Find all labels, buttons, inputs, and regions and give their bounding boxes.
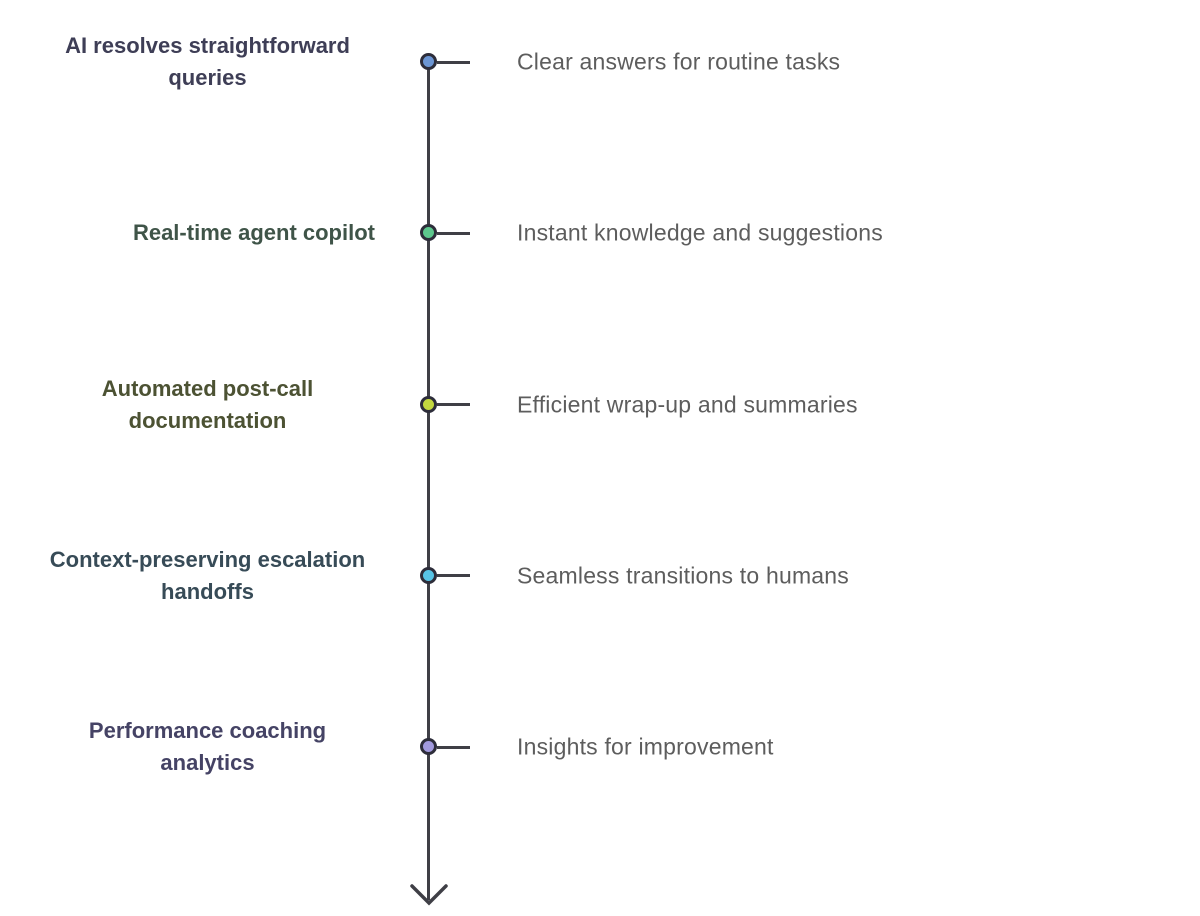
timeline-node-dot [420, 395, 437, 413]
timeline-item-description: Efficient wrap-up and summaries [517, 391, 858, 417]
timeline-item-description: Insights for improvement [517, 733, 774, 760]
timeline-item-description: Seamless transitions to humans [517, 562, 849, 589]
timeline-item-title: Context-preserving escalation handoffs [49, 546, 366, 604]
timeline-item-title: AI resolves straightforward queries [65, 33, 350, 90]
timeline-connector-line [437, 231, 470, 235]
timeline-connector-line [437, 745, 470, 749]
timeline-item-description: Instant knowledge and suggestions [517, 219, 883, 246]
timeline-item-title: Real-time agent copilot [132, 220, 375, 246]
timeline-item-description: Clear answers for routine tasks [517, 48, 841, 75]
timeline-axis-line [427, 62, 430, 900]
timeline-item-title: Performance coaching analytics [88, 718, 327, 775]
timeline-connector-line [437, 403, 470, 406]
timeline-node-dot [420, 53, 437, 70]
timeline-node-dot [420, 566, 437, 584]
timeline-connector-line [437, 60, 470, 64]
timeline-node-dot [420, 738, 437, 755]
arrow-down-icon [410, 884, 448, 906]
timeline-node-dot [420, 224, 437, 242]
timeline-connector-line [437, 574, 470, 578]
timeline-item-title: Automated post-call documentation [101, 375, 314, 433]
